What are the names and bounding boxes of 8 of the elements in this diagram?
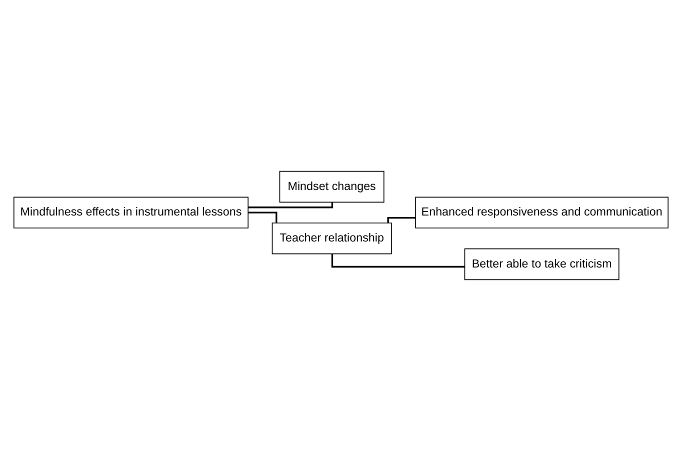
node-box: Mindfulness effects in instrumental lessons bbox=[14, 196, 248, 228]
connector bbox=[248, 211, 278, 222]
connector bbox=[248, 202, 334, 208]
node-box: Enhanced responsiveness and communication bbox=[415, 196, 668, 228]
node-box: Teacher relationship bbox=[272, 222, 392, 254]
node-box: Mindset changes bbox=[279, 170, 384, 202]
node-box: Better able to take criticism bbox=[464, 248, 620, 280]
connector bbox=[387, 216, 416, 222]
